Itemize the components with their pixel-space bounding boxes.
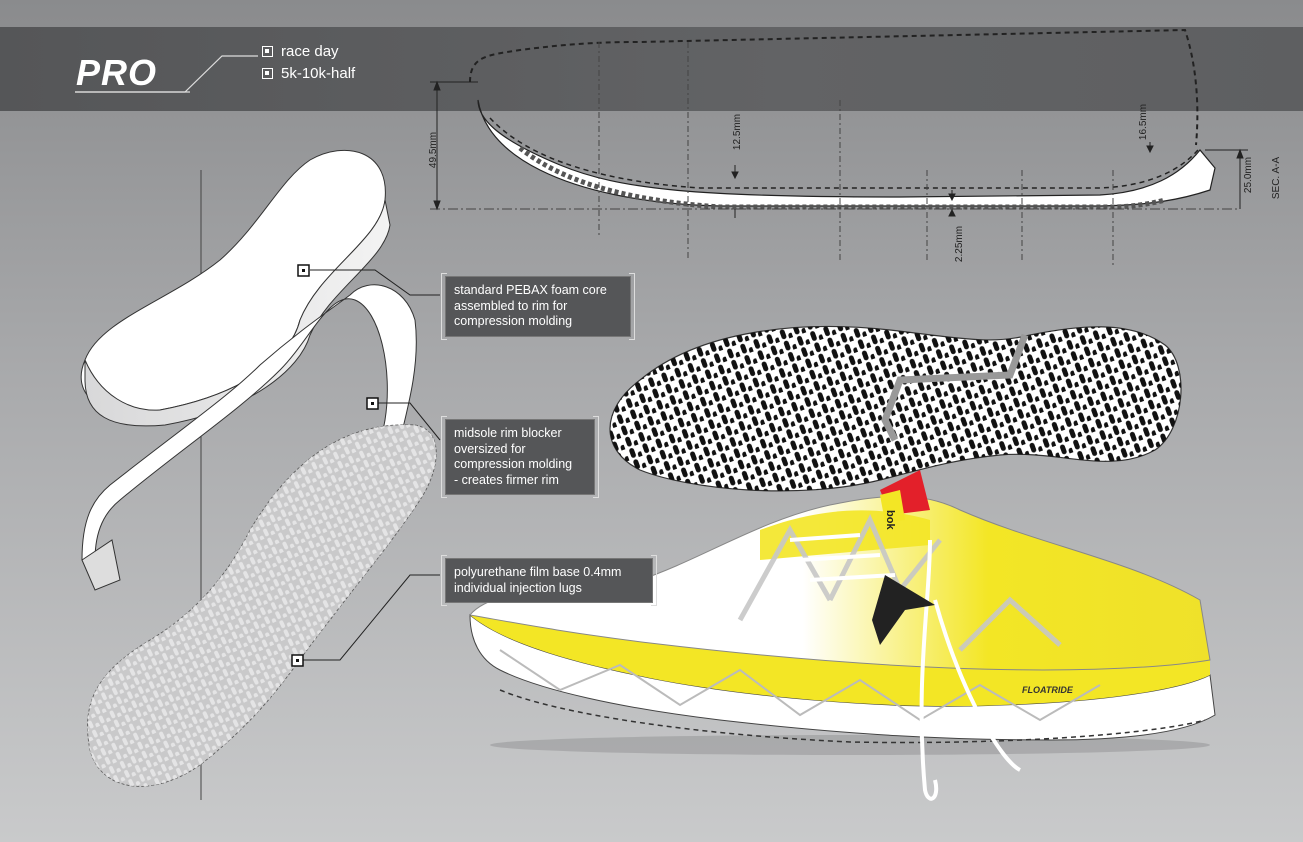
model-logo: FLOATRIDE [1022,685,1074,695]
callout-line: compression molding [454,457,573,471]
dimension-arrows [430,80,1248,218]
callout-line: standard PEBAX foam core [454,283,607,297]
dim-heel: 16.5mm [1138,104,1149,140]
brand-mark: bok [884,510,896,530]
callout-line: compression molding [454,314,573,328]
callout-foam-core: standard PEBAX foam core assembled to ri… [441,273,635,339]
callout-line: assembled to rim for [454,298,568,313]
target-icon [262,46,273,57]
tag-distance: 5k-10k-half [262,65,355,82]
tag-race-day: race day [262,43,339,60]
callout-line: individual injection lugs [454,580,582,595]
dim-film: 2.25mm [954,226,965,262]
callout-line: - creates firmer rim [454,472,559,487]
section-lines [598,42,1114,265]
tag-label: race day [281,43,339,60]
section-label: SEC. A-A [1271,157,1282,200]
tag-label: 5k-10k-half [281,65,356,82]
callout-film-base: polyurethane film base 0.4mm individual … [441,555,657,606]
dim-height: 49.5mm [428,132,439,168]
callout-line: midsole rim blocker [454,426,562,440]
page-title: PRO [76,52,158,93]
callout-line: oversized for [454,441,526,456]
callout-rim-blocker: midsole rim blocker oversized for compre… [441,416,599,498]
target-icon [262,68,273,79]
callout-markers [291,264,379,667]
callout-leaders [303,269,441,661]
shoe [469,470,1216,801]
dim-forefoot: 12.5mm [732,114,743,150]
callout-line: polyurethane film base 0.4mm [454,565,622,579]
midsole-section [477,99,1216,207]
dim-stack: 25.0mm [1243,157,1254,193]
upper-outline [469,28,1199,146]
outsole-lugs [518,146,1166,210]
